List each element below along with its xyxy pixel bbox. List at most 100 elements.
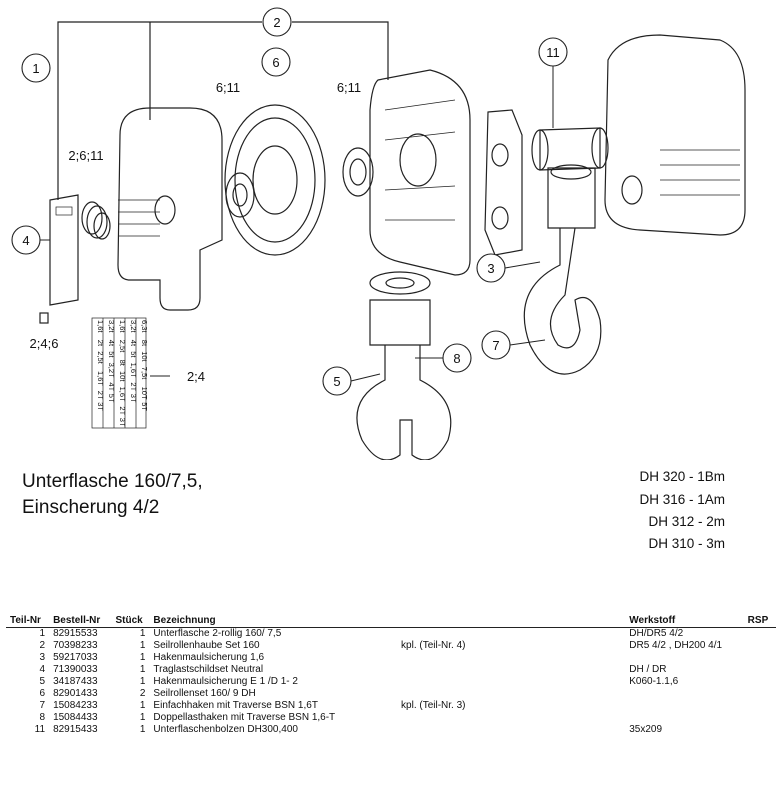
cell-stueck: 1 <box>139 628 146 639</box>
label-2-6-11: 2;6;11 <box>68 148 103 163</box>
rope-pulley-cover-left <box>117 107 223 311</box>
parts-list-table: Teil-Nr Bestell-Nr Stück Bezeichnung Wer… <box>6 614 776 736</box>
cell-bezeichnung: Hakenmaulsicherung 1,6 <box>153 652 265 663</box>
nameplate <box>49 194 79 306</box>
cell-teil-nr: 8 <box>39 712 46 723</box>
cell-werkstoff <box>625 700 743 712</box>
cell-bestell-nr: 70398233 <box>53 640 98 651</box>
single-hook <box>547 167 596 229</box>
cell-rsp <box>744 652 776 664</box>
cell-bestell-nr: 82915533 <box>53 628 98 639</box>
model-designation: DH 320 - 1Bm <box>639 469 725 484</box>
callout-3: 3 <box>487 261 494 276</box>
sticker-label: 3T <box>96 402 105 411</box>
sticker-column-1: 1,6t <box>96 320 105 333</box>
cell-bezeichnung: Seilrollenhaube Set 160 <box>153 640 260 651</box>
header-rsp: RSP <box>743 614 776 628</box>
sticker-label: 5t <box>129 351 138 358</box>
cell-werkstoff <box>625 688 743 700</box>
header-werkstoff: Werkstoff <box>625 614 744 628</box>
cell-rsp <box>744 676 776 688</box>
header-teil-nr: Teil-Nr <box>6 614 50 628</box>
cell-bestell-nr: 82915433 <box>53 724 98 735</box>
sticker-label: 1,6T <box>96 371 105 386</box>
side-plate <box>484 109 523 256</box>
cell-bestell-nr: 71390033 <box>53 664 98 675</box>
exploded-parts-drawing: 1,6t 3,2t 1,6t 3,2t 6,3t 2t2,5t1,6T2T3T4… <box>11 7 746 460</box>
cell-werkstoff: 35x209 <box>629 724 663 735</box>
cell-bezeichnung: Einfachhaken mit Traverse BSN 1,6T <box>153 700 318 711</box>
cell-note: kpl. (Teil-Nr. 3) <box>401 700 466 711</box>
sticker-label: 10t <box>140 351 149 362</box>
sticker-column-4: 3,2t <box>129 320 138 333</box>
cell-rsp <box>744 640 776 652</box>
cell-stueck: 2 <box>139 688 146 699</box>
callout-6: 6 <box>272 55 279 70</box>
sticker-label: 3T <box>118 418 127 427</box>
callout-11: 11 <box>546 45 560 60</box>
sticker-column-5: 6,3t <box>140 320 149 333</box>
model-designation: DH 312 - 2m <box>648 514 725 529</box>
sticker-label: 5T <box>107 394 116 403</box>
sticker-column-2: 3,2t <box>107 320 116 333</box>
cell-note <box>397 664 625 676</box>
cell-note <box>397 628 625 641</box>
callout-5: 5 <box>333 374 340 389</box>
cell-teil-nr: 2 <box>39 640 46 651</box>
table-row: 4 71390033 1 Traglastschildset Neutral DH / … <box>6 664 776 676</box>
cell-stueck: 1 <box>139 652 146 663</box>
cell-bestell-nr: 34187433 <box>53 676 98 687</box>
cell-bezeichnung: Traglastschildset Neutral <box>153 664 264 675</box>
model-designation: DH 316 - 1Am <box>639 492 725 507</box>
cell-teil-nr: 1 <box>39 628 46 639</box>
cell-stueck: 1 <box>139 664 146 675</box>
cell-bezeichnung: Unterflaschenbolzen DH300,400 <box>153 724 298 735</box>
sticker-label: 8t <box>140 340 149 347</box>
cell-bestell-nr: 15084233 <box>53 700 98 711</box>
rope-pulley-cover-right <box>369 69 471 276</box>
cell-stueck: 1 <box>139 640 146 651</box>
sticker-label: 5T <box>140 402 149 411</box>
sticker-label: 10t <box>118 371 127 382</box>
header-bezeichnung: Bezeichnung <box>149 614 398 628</box>
label-2-4: 2;4 <box>187 369 205 384</box>
cell-bestell-nr: 15084433 <box>53 712 98 723</box>
cell-werkstoff: K060-1.1,6 <box>629 676 679 687</box>
assembly-title-line-1: Unterflasche 160/7,5, <box>22 471 203 492</box>
label-6-11-left: 6;11 <box>216 80 240 95</box>
sticker-column-3: 1,6t <box>118 320 127 333</box>
callout-4: 4 <box>22 233 29 248</box>
table-row: 8 15084433 1 Doppellasthaken mit Traverse B… <box>6 712 776 724</box>
cell-stueck: 1 <box>139 712 146 723</box>
sticker-label: 8t <box>118 360 127 367</box>
cell-rsp <box>744 724 776 736</box>
cell-note <box>397 712 625 724</box>
pulley-bolt <box>539 127 601 171</box>
cell-note <box>397 688 625 700</box>
sticker-label: 2t <box>96 340 105 347</box>
sticker-label: 10T <box>140 387 149 400</box>
cell-stueck: 1 <box>139 676 146 687</box>
cell-werkstoff: DH / DR <box>629 664 667 675</box>
cell-teil-nr: 4 <box>39 664 46 675</box>
sticker-label: 4t <box>129 340 138 347</box>
sticker-label: 2T <box>129 382 138 391</box>
label-6-11-right: 6;11 <box>337 80 361 95</box>
header-bestell-nr: Bestell-Nr <box>49 614 112 628</box>
model-designation: DH 310 - 3m <box>648 536 725 551</box>
cell-rsp <box>744 628 776 641</box>
cell-stueck: 1 <box>139 700 146 711</box>
cell-bezeichnung: Doppellasthaken mit Traverse BSN 1,6-T <box>153 712 336 723</box>
callout-1: 1 <box>32 61 39 76</box>
table-header-row: Teil-Nr Bestell-Nr Stück Bezeichnung Wer… <box>6 614 776 628</box>
sticker-label: 2T <box>118 406 127 415</box>
callout-2: 2 <box>273 15 280 30</box>
